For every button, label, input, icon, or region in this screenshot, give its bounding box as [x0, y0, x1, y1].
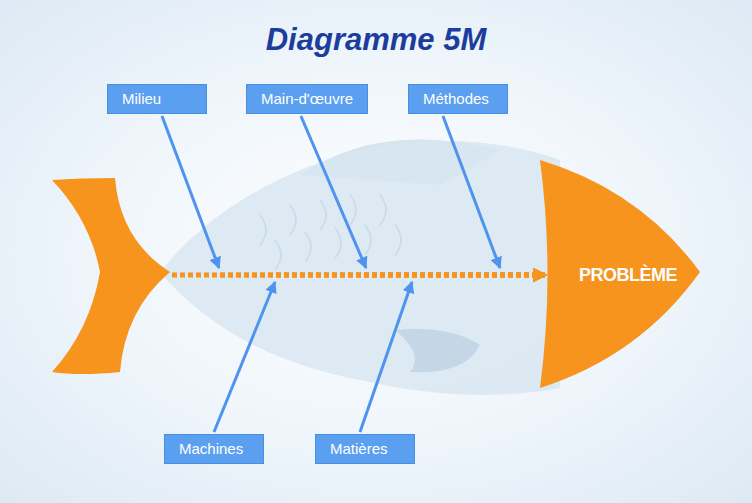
spine-segment: [275, 273, 546, 278]
cause-box: Milieu: [107, 84, 207, 114]
cause-box: Méthodes: [408, 84, 508, 114]
pelvic-fin: [395, 329, 480, 372]
cause-label: Machines: [179, 440, 249, 458]
cause-line: [214, 282, 275, 432]
cause-box: Matières: [315, 434, 415, 464]
cause-label: Milieu: [122, 90, 192, 108]
cause-arrow: [214, 275, 546, 432]
cause-line: [301, 116, 366, 268]
cause-line: [162, 116, 219, 268]
problem-head: PROBLÈME: [540, 158, 702, 390]
cause-arrow: [162, 116, 546, 275]
fish-spine: [172, 273, 536, 278]
cause-label: Méthodes: [423, 90, 493, 108]
problem-label: PROBLÈME: [554, 265, 702, 286]
fish-tail: [52, 178, 170, 374]
spine-segment: [412, 273, 546, 278]
cause-line: [360, 282, 412, 432]
cause-label: Main-d'œuvre: [261, 90, 353, 108]
diagram-title: Diagramme 5M: [0, 22, 752, 58]
cause-arrow: [360, 275, 546, 432]
cause-line: [443, 116, 500, 268]
cause-box: Machines: [164, 434, 264, 464]
cause-label: Matières: [330, 440, 400, 458]
spine-segment: [500, 273, 546, 278]
cause-box: Main-d'œuvre: [246, 84, 368, 114]
cause-arrow: [443, 116, 546, 275]
title-text: Diagramme 5M: [266, 22, 487, 58]
fish-scales: [260, 195, 401, 270]
spine-segment: [219, 273, 546, 278]
cause-arrow: [301, 116, 546, 275]
